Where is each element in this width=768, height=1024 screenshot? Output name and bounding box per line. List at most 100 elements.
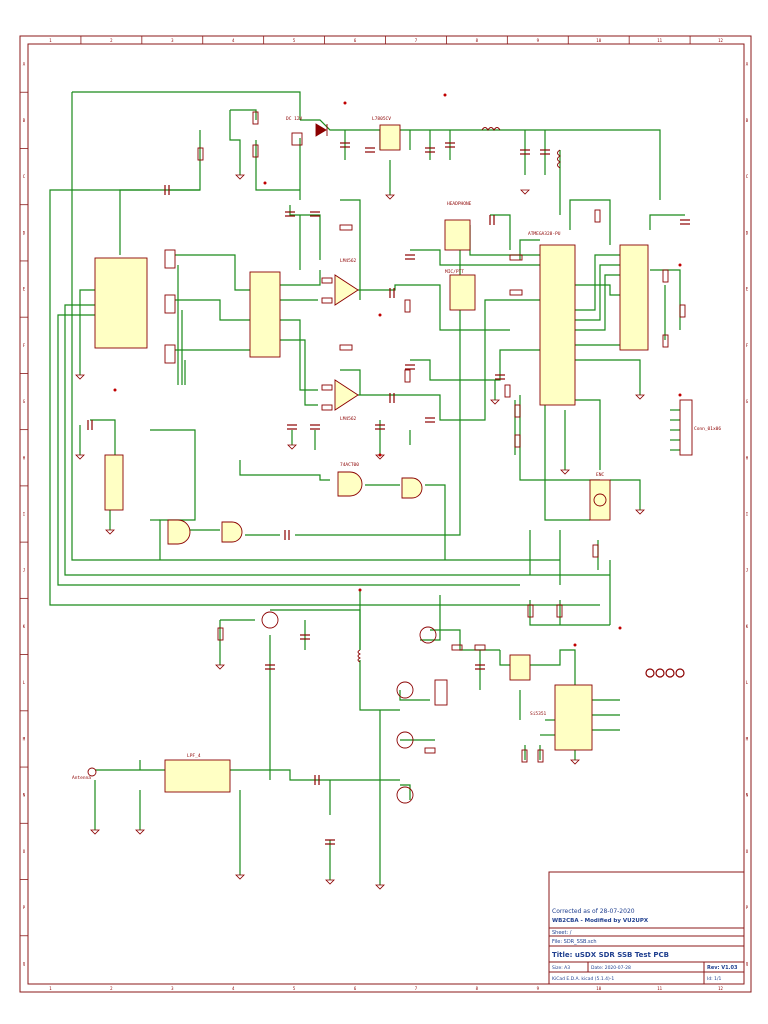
grid-number: 9	[537, 38, 540, 43]
dc-connector	[291, 132, 303, 146]
diode-d1	[315, 123, 327, 137]
title-file: File: SDR_SSB.sch	[552, 939, 597, 945]
grid-number: 5	[293, 38, 296, 43]
grid-letter: K	[23, 624, 26, 629]
title-main: Title: uSDX SDR SSB Test PCB	[552, 951, 669, 959]
grid-number: 6	[354, 38, 357, 43]
j-relay-connector	[434, 679, 448, 706]
gate-label: 74ACT00	[340, 462, 359, 468]
inductor-l1	[481, 127, 501, 131]
grid-letter: A	[746, 62, 749, 67]
grid-letter: J	[23, 568, 25, 573]
headphone-jack	[444, 219, 471, 251]
title-block: Corrected as of 28-07-2020 WB2CBA - Modi…	[548, 871, 745, 985]
grid-number: 7	[415, 986, 418, 991]
grid-letter: P	[23, 905, 26, 910]
grid-letter: L	[746, 680, 749, 685]
gate-u7a	[167, 519, 191, 545]
q2-transistor	[419, 626, 437, 644]
regulator-label: L7805CV	[372, 116, 391, 122]
grid-letter: J	[746, 568, 748, 573]
lpf-module	[164, 759, 231, 793]
gate-u7b	[221, 521, 243, 543]
title-sheet: Sheet: /	[552, 930, 572, 936]
grid-letter: P	[746, 905, 749, 910]
u3-regulator	[379, 124, 401, 151]
paddle-connector-label: Conn_01x06	[694, 426, 721, 432]
grid-number: 3	[171, 38, 174, 43]
mounting-hole-2	[655, 668, 665, 678]
grid-letter: G	[746, 399, 749, 404]
atmega-label: ATMEGA328-PU	[528, 231, 561, 237]
grid-letter: I	[746, 512, 749, 517]
grid-number: 4	[232, 986, 235, 991]
title-id: Id: 1/1	[707, 976, 722, 982]
u11-regulator	[509, 654, 531, 681]
grid-letter: K	[746, 624, 749, 629]
grid-number: 8	[476, 38, 479, 43]
grid-number: 9	[537, 986, 540, 991]
mounting-hole-1	[645, 668, 655, 678]
j3-connector	[164, 294, 176, 314]
inductor-l3	[357, 649, 362, 663]
j2-connector	[164, 249, 176, 269]
gate-u7c	[337, 471, 363, 497]
opamp-u6b	[334, 379, 359, 411]
si5351-module	[554, 684, 593, 751]
grid-letter: B	[746, 118, 749, 123]
grid-letter: D	[746, 230, 749, 235]
mic-ptt-label: MIC/PTT	[445, 269, 464, 275]
title-rev: Rev: V1.03	[707, 965, 738, 971]
grid-letter: C	[746, 174, 749, 179]
grid-letter: N	[23, 793, 26, 798]
grid-number: 2	[110, 38, 113, 43]
title-kicad: KiCad E.D.A. kicad (5.1.4)-1	[552, 976, 614, 982]
opamp-label-b: LM4562	[340, 416, 357, 422]
grid-number: 12	[718, 986, 723, 991]
grid-letter: Q	[23, 961, 26, 966]
u4-dds-module	[94, 257, 148, 349]
grid-letter: E	[746, 287, 749, 292]
grid-number: 2	[110, 986, 113, 991]
grid-letter: G	[23, 399, 26, 404]
ground-symbols	[75, 174, 645, 890]
grid-letter: H	[746, 455, 749, 460]
gate-u7d	[401, 477, 423, 499]
grid-letter: F	[746, 343, 749, 348]
j-paddle-connector	[679, 399, 693, 456]
headphone-label: HEADPHONE	[447, 201, 472, 207]
grid-number: 10	[596, 986, 601, 991]
sheet-frame	[19, 35, 752, 993]
grid-letter: M	[23, 736, 26, 741]
grid-letter: E	[23, 287, 26, 292]
inductor-l2	[557, 149, 561, 169]
grid-number: 6	[354, 986, 357, 991]
mounting-hole-4	[675, 668, 685, 678]
grid-number: 7	[415, 38, 418, 43]
u5-ic	[249, 271, 281, 358]
grid-number: 4	[232, 38, 235, 43]
components	[87, 111, 693, 845]
opamp-u6a	[334, 274, 359, 306]
j4-connector	[164, 344, 176, 364]
q3-transistor	[396, 681, 414, 699]
grid-number: 12	[718, 38, 723, 43]
grid-number: 8	[476, 986, 479, 991]
component-labels: DC 12V L7805CV ATMEGA328-PU HEADPHONE MI…	[72, 116, 721, 781]
grid-number: 11	[657, 986, 662, 991]
antenna-label: Antenna	[72, 775, 91, 781]
grid-letter: O	[746, 849, 749, 854]
encoder-label: ENC	[596, 472, 604, 478]
u8-atmega328	[539, 244, 576, 406]
encoder	[589, 479, 611, 521]
grid-letter: L	[23, 680, 26, 685]
q4-transistor	[396, 731, 414, 749]
lpf-label: LPF_4	[187, 753, 201, 759]
grid-number: 1	[49, 986, 52, 991]
grid-letter: H	[23, 455, 26, 460]
grid-letter: O	[23, 849, 26, 854]
grid-letter: Q	[746, 961, 749, 966]
q1-transistor	[261, 611, 279, 629]
